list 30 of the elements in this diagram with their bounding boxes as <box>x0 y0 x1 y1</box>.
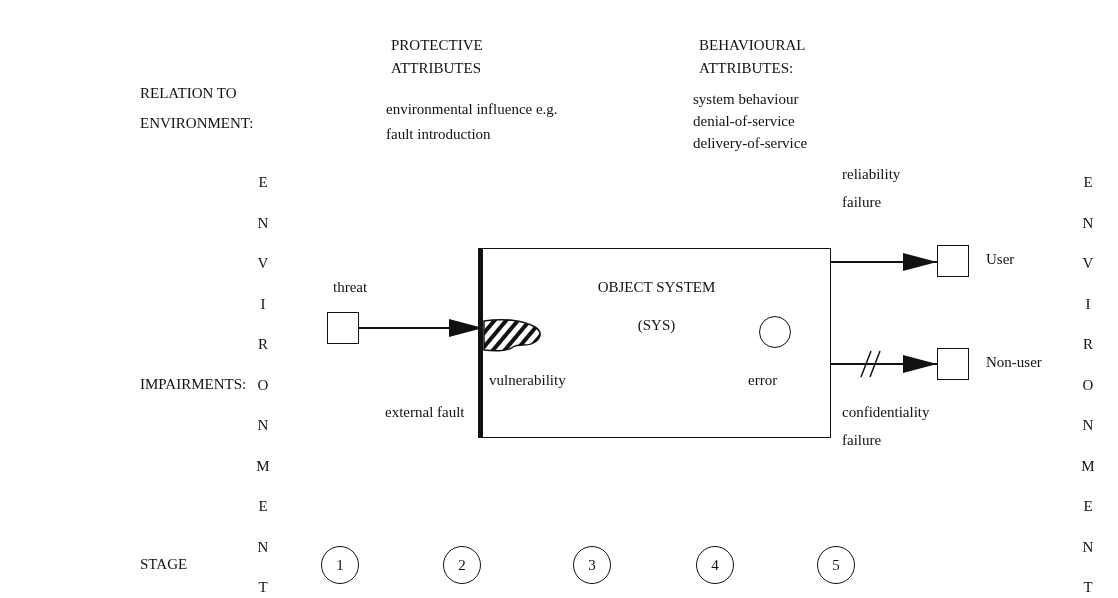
square-symbol <box>937 245 969 277</box>
heading-text: IMPAIRMENTS: <box>140 375 248 394</box>
heading-text: STAGE <box>140 555 189 574</box>
vertical-text: ENVIRONMENT <box>256 173 270 597</box>
stage-circle: 4 <box>696 546 734 584</box>
square-symbol <box>937 348 969 380</box>
square-symbol <box>327 312 359 344</box>
circle-symbol <box>759 316 791 348</box>
heading-text: RELATION TO ENVIRONMENT: <box>140 84 255 133</box>
stage-circle: 3 <box>573 546 611 584</box>
node-label: Non-user <box>986 353 1042 372</box>
heading-text: PROTECTIVE ATTRIBUTES <box>391 36 484 78</box>
note-text: delivery-of-service <box>693 134 809 153</box>
note-text: denial-of-service <box>693 112 796 131</box>
note-text: environmental influence e.g. fault introduction <box>386 100 559 144</box>
note-text: system behaviour <box>693 90 800 109</box>
node-label: vulnerability <box>489 371 566 390</box>
box-title: OBJECT SYSTEM <box>596 279 717 296</box>
node-label: threat <box>333 278 368 297</box>
note-text: external fault <box>385 403 466 422</box>
box-title: (SYS) <box>636 317 677 334</box>
node-label: error <box>748 371 778 390</box>
stage-circle: 5 <box>817 546 855 584</box>
hatched-shape <box>483 317 543 353</box>
node-label: User <box>986 250 1015 269</box>
vertical-text: ENVIRONMENT <box>1081 173 1095 597</box>
system-box <box>478 248 831 438</box>
stage-circle: 1 <box>321 546 359 584</box>
stage-circle: 2 <box>443 546 481 584</box>
heading-text: BEHAVIOURAL ATTRIBUTES: <box>699 36 806 78</box>
